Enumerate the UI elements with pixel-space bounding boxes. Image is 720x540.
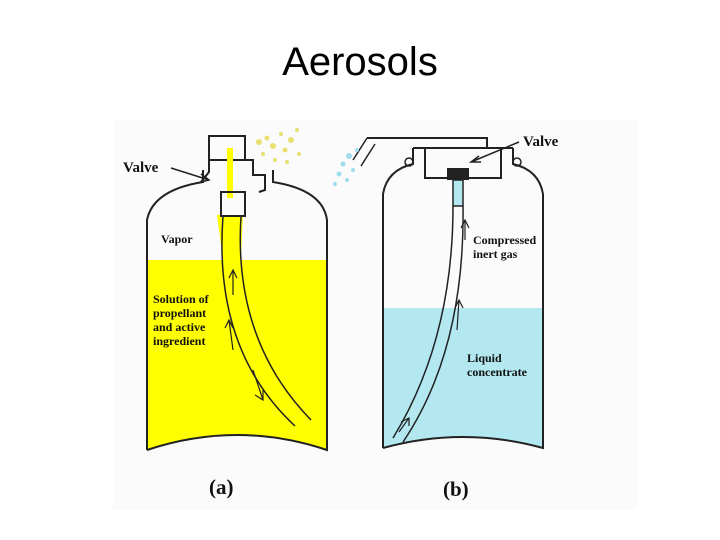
can-a: Valve Vapor Solution of propellant and a… [123,128,328,499]
slide-title: Aerosols [282,40,438,84]
valve-stem-b [452,179,464,207]
caption-b: (b) [443,477,469,501]
solution-label-line-1: Solution of [153,292,210,306]
spray-b [333,148,359,186]
valve-pointer-b [468,141,520,163]
flow-arrow-a [228,268,238,295]
vapor-label: Vapor [161,232,193,246]
flow-arrow-b-2 [454,298,464,331]
valve-stem-a [227,148,233,198]
valve-pointer-a [170,167,211,183]
flow-arrow-b-3 [398,417,410,433]
dip-tube-outline-a [221,215,312,427]
crimp-knob-left [404,157,414,167]
solution-label-line-2: propellant [153,306,206,320]
valve-seal-b [447,168,469,180]
solution-label-line-4: ingredient [153,334,205,348]
can-b: Valve Compressed inert gas Liquid concen… [333,134,559,501]
liquid-label-line-2: concentrate [467,365,528,379]
flow-arrow-b [460,218,470,240]
nozzle-b [352,137,376,167]
solution-label-line-3: and active [153,320,206,334]
gas-label-line-2: inert gas [473,247,518,261]
caption-a: (a) [209,475,234,499]
dip-tube-a [217,215,243,260]
valve-label-a: Valve [123,160,159,176]
liquid-concentrate-fill [383,308,543,448]
valve-label-b: Valve [523,134,559,150]
gas-label-line-1: Compressed [473,233,536,247]
flow-arrow-a-2 [224,318,234,351]
crimp-knob-right [512,157,522,167]
liquid-label-line-1: Liquid [467,351,502,365]
spray-a [256,128,301,164]
flow-arrow-a-3 [252,369,264,402]
propellant-solution-fill [147,260,327,450]
dip-tube-outline-b [392,205,464,443]
aerosol-diagram: Valve Vapor Solution of propellant and a… [113,120,637,510]
valve-body-a [220,191,246,217]
